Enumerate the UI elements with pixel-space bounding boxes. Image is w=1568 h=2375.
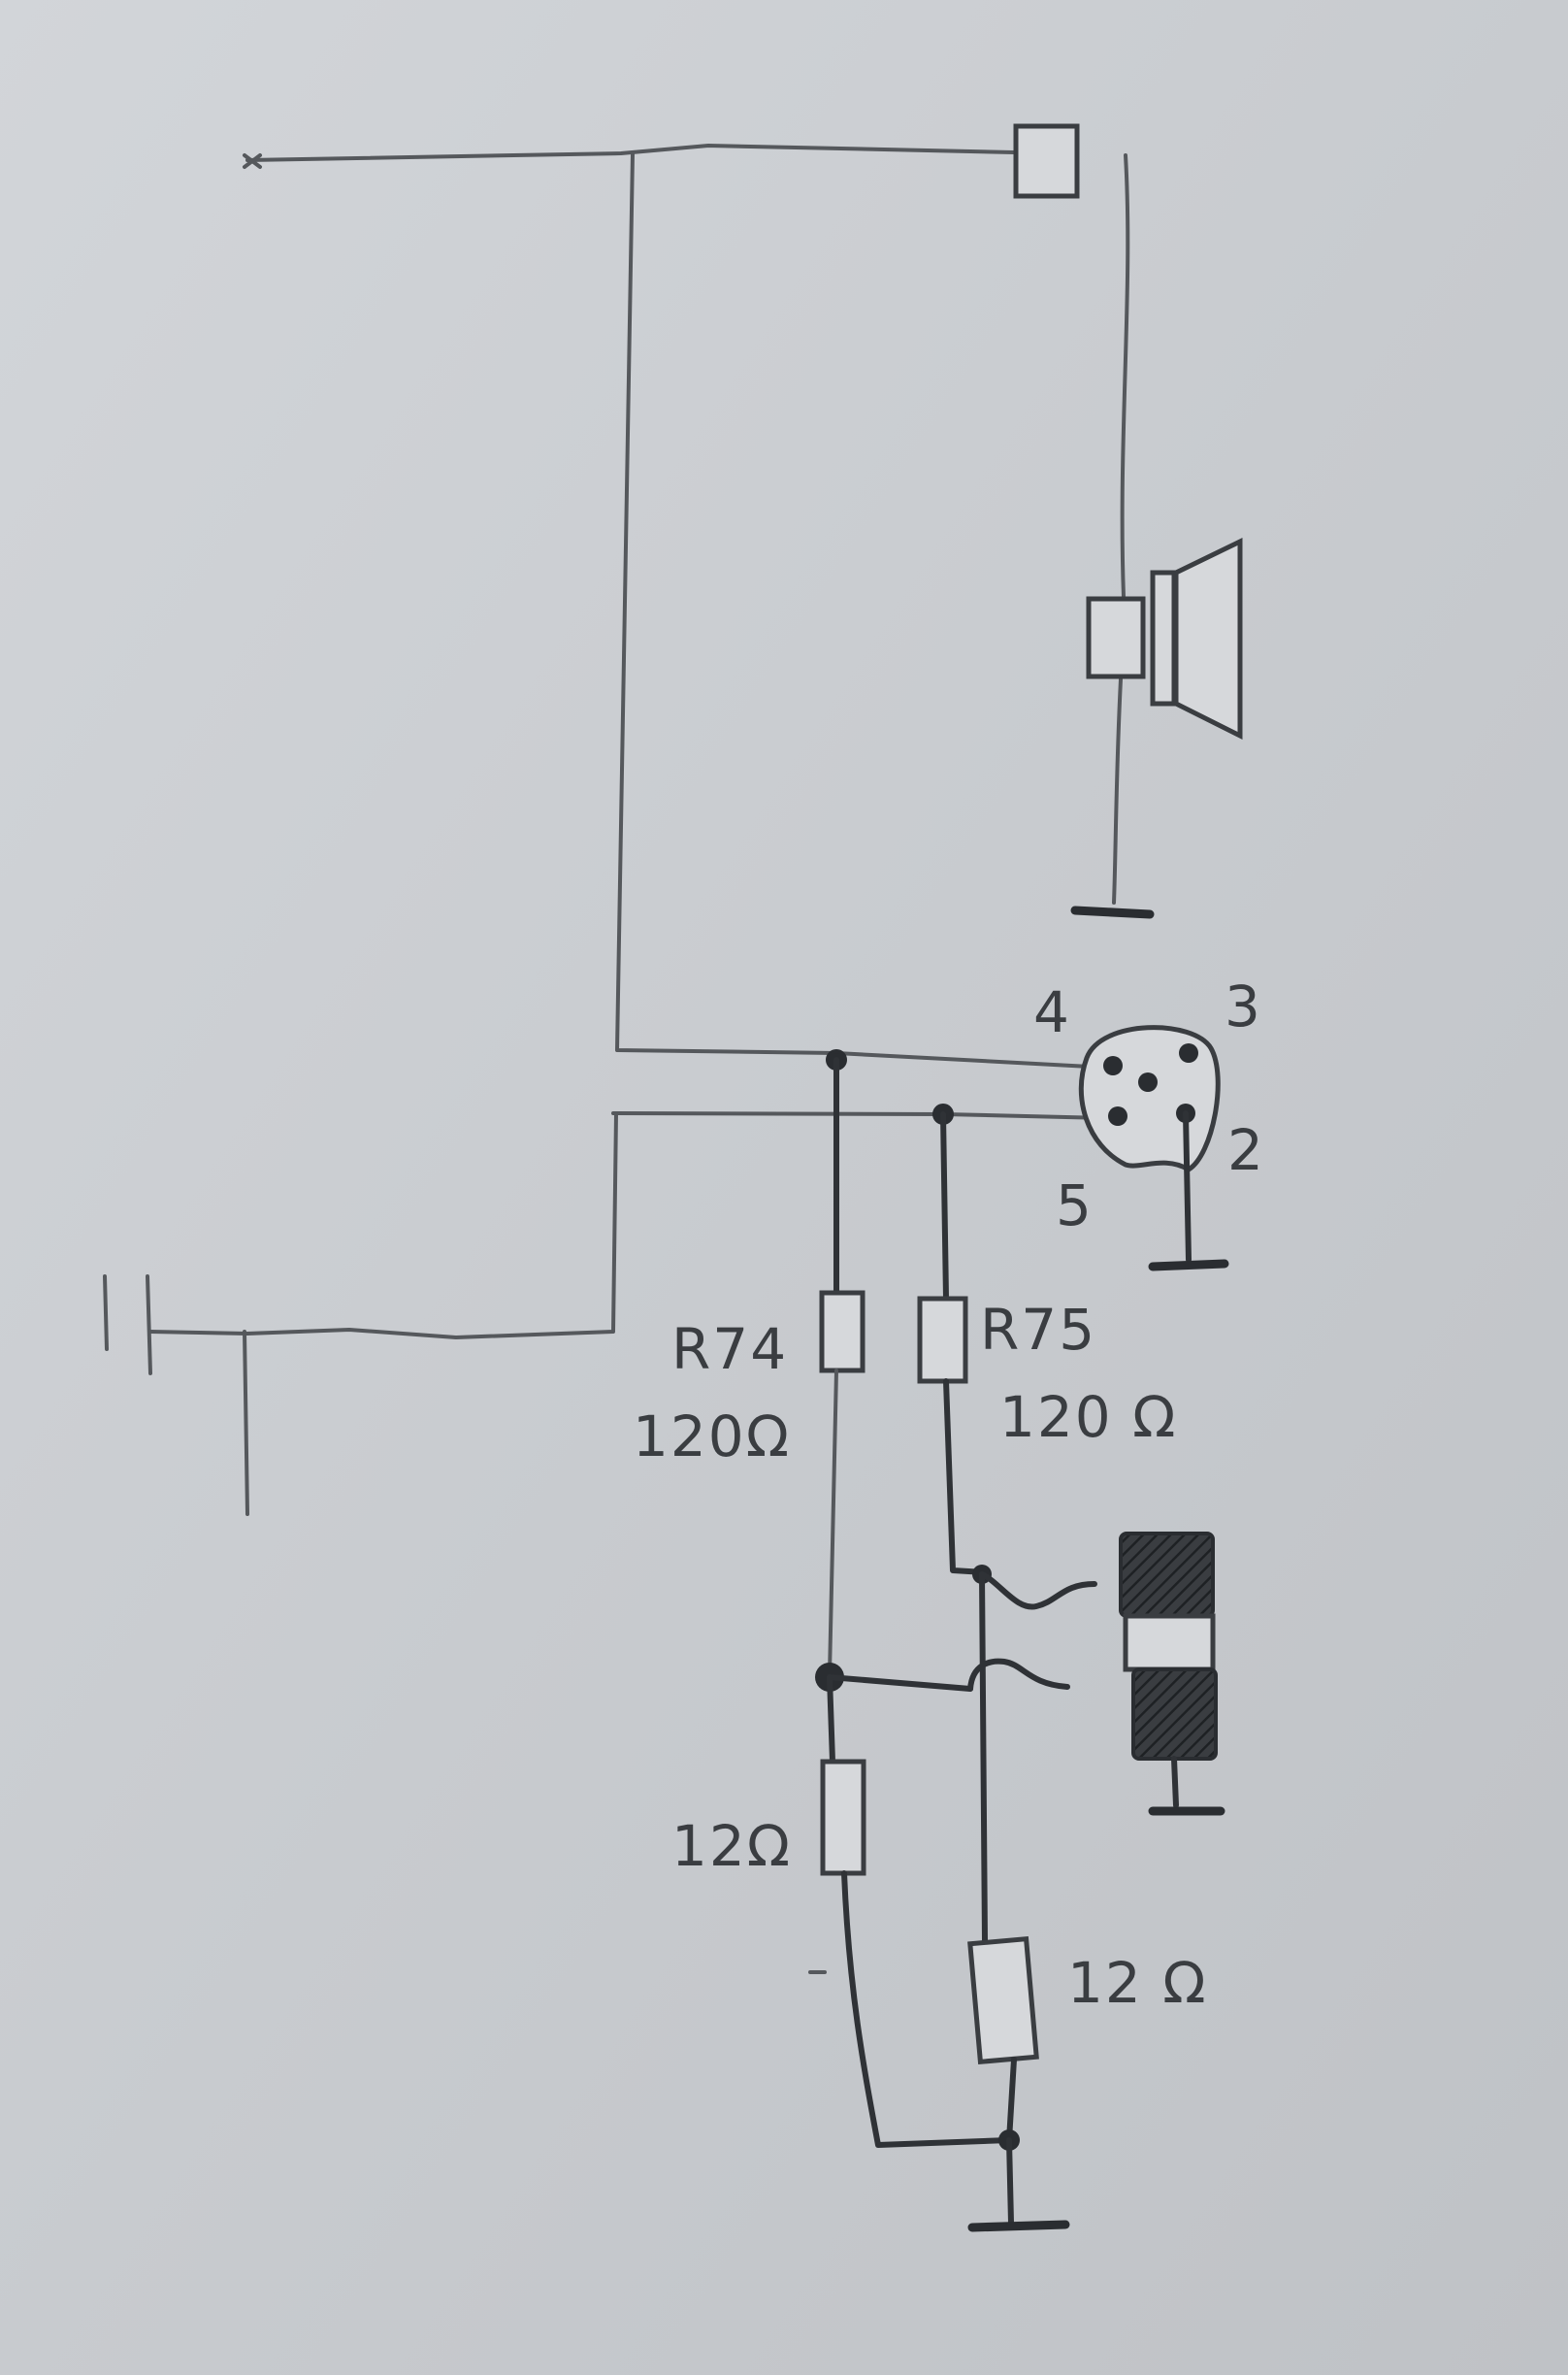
resistor-r75 xyxy=(917,1296,968,1384)
pin-label-2: 2 xyxy=(1227,1117,1265,1183)
ground-symbol-speaker xyxy=(1070,906,1155,919)
r75-value-label: 120 Ω xyxy=(999,1384,1177,1450)
connector-pin-labels: 4 3 2 5 xyxy=(1033,973,1265,1238)
lower-right-resistor-branch xyxy=(967,1935,1070,2232)
r-left-value-label: 12Ω xyxy=(671,1813,792,1879)
fuse-component xyxy=(1119,1532,1225,1816)
r74-branch xyxy=(819,1049,866,1676)
speaker-icon xyxy=(1086,538,1243,741)
resistor-12-left xyxy=(820,1759,866,1876)
pin-label-4: 4 xyxy=(1033,979,1071,1045)
resistor-12-right xyxy=(967,1935,1039,2065)
connector-ground xyxy=(1148,1110,1229,1271)
r74-ref-label: R74 xyxy=(671,1316,788,1382)
capacitor-symbol xyxy=(103,1274,249,1516)
resistor-labels: R74 120Ω R75 120 Ω xyxy=(633,1297,1177,1469)
pin-label-5: 5 xyxy=(1056,1172,1094,1238)
r-right-value-label: 12 Ω xyxy=(1067,1950,1208,2016)
pin-label-3: 3 xyxy=(1225,973,1262,1039)
top-wires xyxy=(243,144,1016,1055)
lower-resistor-labels: 12Ω 12 Ω xyxy=(671,1813,1208,2016)
r74-value-label: 120Ω xyxy=(633,1403,791,1469)
speaker-branch xyxy=(1112,153,1130,905)
lower-left-resistor-branch xyxy=(820,1759,1012,2148)
resistor-r74 xyxy=(819,1290,866,1373)
din-connector xyxy=(1078,1025,1221,1172)
switch-terminal xyxy=(1013,123,1080,199)
junction-lines xyxy=(815,1565,1097,1944)
r75-ref-label: R75 xyxy=(980,1297,1096,1363)
